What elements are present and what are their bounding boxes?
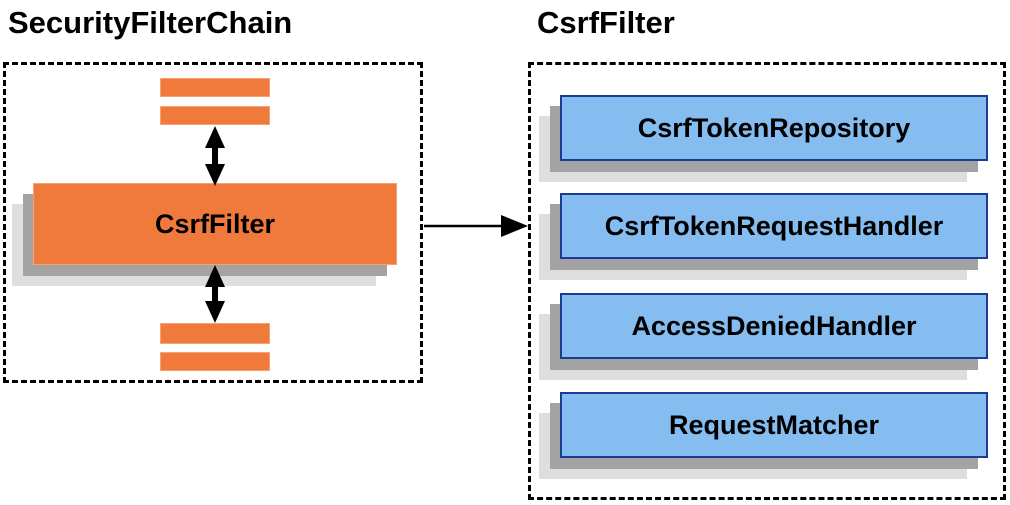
security-filter-chain-title: SecurityFilterChain bbox=[8, 5, 293, 40]
csrf-filter-components-container bbox=[528, 62, 1006, 500]
component-box-label: AccessDeniedHandler bbox=[631, 310, 917, 341]
component-box-label: CsrfTokenRepository bbox=[637, 112, 911, 143]
csrf-filter-box-label: CsrfFilter bbox=[154, 208, 276, 239]
component-box-label: RequestMatcher bbox=[668, 409, 880, 440]
filter-chain-bar bbox=[160, 352, 270, 371]
filter-chain-bar bbox=[160, 323, 270, 344]
component-box-csrf-token-repository: CsrfTokenRepository bbox=[560, 95, 988, 161]
component-box-request-matcher: RequestMatcher bbox=[560, 392, 988, 458]
csrf-filter-title: CsrfFilter bbox=[537, 5, 675, 40]
csrf-filter-box: CsrfFilter bbox=[33, 183, 397, 265]
security-filter-chain-container bbox=[3, 62, 423, 383]
filter-chain-bar bbox=[160, 78, 270, 97]
filter-chain-bar bbox=[160, 106, 270, 125]
flow-arrow-icon bbox=[424, 215, 528, 237]
component-box-csrf-token-request-handler: CsrfTokenRequestHandler bbox=[560, 193, 988, 259]
component-box-label: CsrfTokenRequestHandler bbox=[604, 210, 944, 241]
component-box-access-denied-handler: AccessDeniedHandler bbox=[560, 293, 988, 359]
